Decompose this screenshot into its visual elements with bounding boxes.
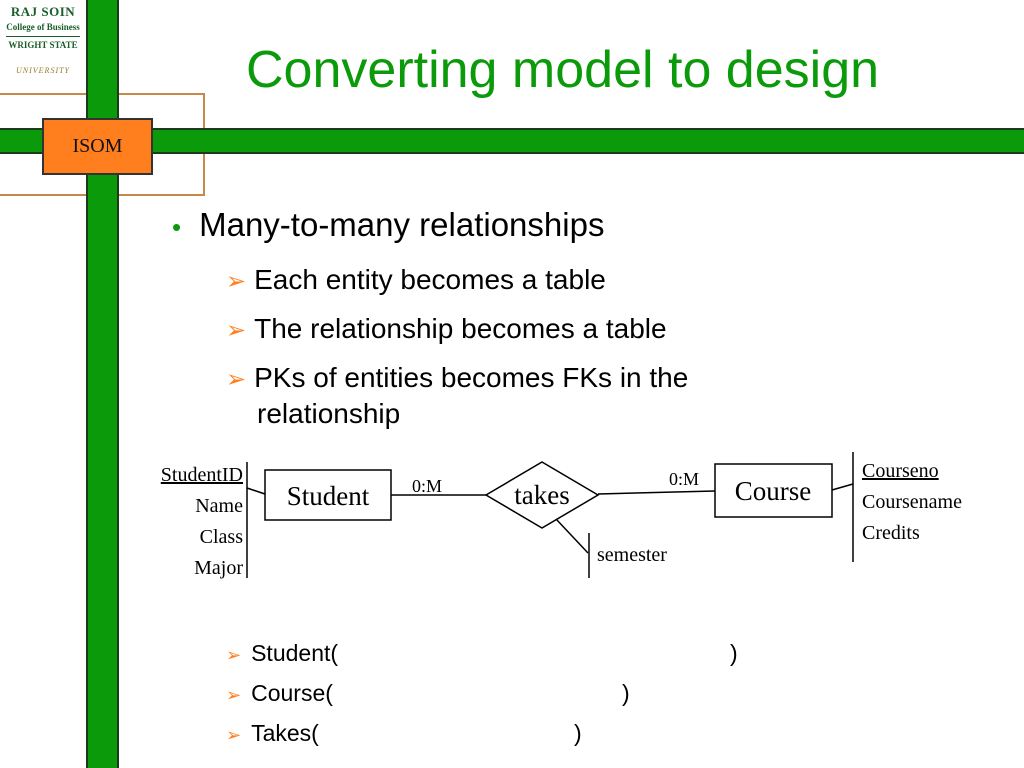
schema-takes: ➢Takes( — [226, 720, 319, 746]
schema-student-close: ) — [730, 640, 738, 666]
student-attr-connector — [246, 487, 266, 495]
student-attr-studentid: StudentID — [161, 464, 243, 486]
course-attr-connector — [831, 483, 854, 491]
course-attr-credits: Credits — [862, 522, 920, 544]
cardinality-left: 0:M — [412, 476, 442, 496]
schema-course-close: ) — [622, 680, 630, 706]
course-attr-courseno: Courseno — [862, 460, 939, 482]
logo-divider — [6, 36, 80, 37]
semester-attr-label: semester — [597, 544, 667, 566]
takes-relationship-label: takes — [514, 480, 569, 510]
logo-line-1: RAJ SOIN — [10, 4, 76, 19]
student-attr-name: Name — [195, 495, 243, 517]
student-attr-major: Major — [194, 557, 243, 579]
semester-connector — [555, 518, 589, 554]
main-bullet-text: Many-to-many relationships — [199, 206, 605, 243]
frame-horizontal-bar — [0, 128, 1024, 154]
sub-bullet-1: ➢Each entity becomes a table — [226, 264, 606, 295]
schema-takes-close: ) — [574, 720, 582, 746]
student-attr-class: Class — [200, 526, 244, 548]
slide-title: Converting model to design — [246, 41, 880, 99]
sub-bullet-2: ➢The relationship becomes a table — [226, 313, 667, 344]
sub-bullet-3-continuation: relationship — [257, 398, 401, 429]
university-logo: RAJ SOIN College of Business WRIGHT STAT… — [0, 0, 86, 86]
course-entity-box — [714, 463, 833, 518]
sub-bullet-3: ➢PKs of entities becomes FKs in the rela… — [226, 362, 689, 429]
arrow-bullet-icon: ➢ — [226, 645, 242, 665]
schema-student: ➢Student( — [226, 640, 339, 666]
course-attr-coursename: Coursename — [862, 491, 962, 513]
takes-course-line — [597, 490, 716, 495]
course-entity-label: Course — [735, 476, 812, 506]
arrow-bullet-icon: ➢ — [226, 317, 247, 344]
logo-line-2: College of Business — [6, 22, 80, 32]
logo-line-3: WRIGHT STATE — [8, 40, 78, 50]
student-entity-box — [264, 469, 392, 521]
main-bullet: • Many-to-many relationships — [172, 206, 604, 244]
takes-relationship-diamond — [484, 461, 600, 529]
bullet-dot-icon: • — [172, 212, 182, 242]
cardinality-right: 0:M — [669, 469, 699, 489]
arrow-bullet-icon: ➢ — [226, 685, 242, 705]
isom-badge: ISOM — [42, 118, 153, 175]
frame-vertical-bar — [86, 0, 119, 768]
schema-course: ➢Course( — [226, 680, 333, 706]
logo-line-4: UNIVERSITY — [16, 66, 70, 75]
arrow-bullet-icon: ➢ — [226, 725, 242, 745]
arrow-bullet-icon: ➢ — [226, 268, 247, 295]
arrow-bullet-icon: ➢ — [226, 366, 247, 393]
student-entity-label: Student — [287, 481, 370, 511]
